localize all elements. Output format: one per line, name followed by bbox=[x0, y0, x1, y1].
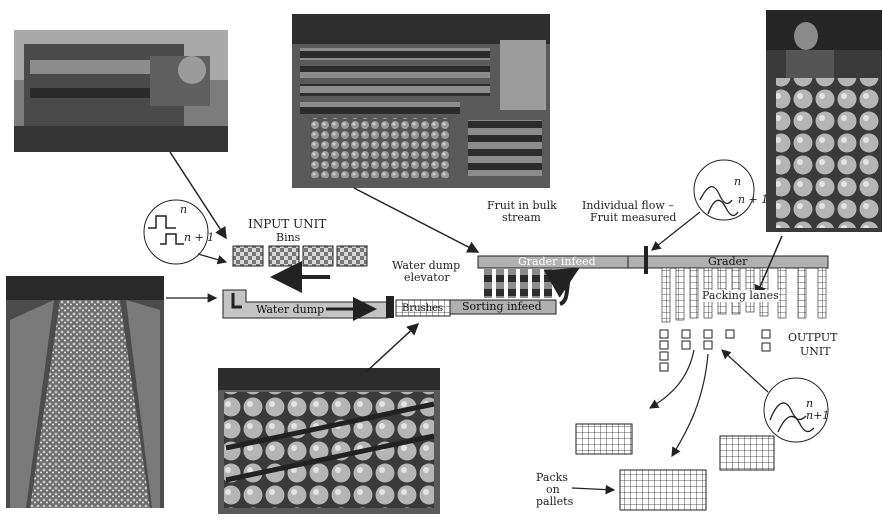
bins-label: Bins bbox=[276, 232, 300, 244]
packing-lanes-label: Packing lanes bbox=[702, 290, 779, 302]
photo-flume-conveyor bbox=[6, 276, 164, 508]
bulk-fruit-stream bbox=[484, 268, 576, 304]
distribution-circle-individual bbox=[694, 160, 754, 220]
photo-bin-dumper bbox=[14, 30, 228, 152]
grader-label: Grader bbox=[708, 255, 747, 269]
sorting-infeed-label: Sorting infeed bbox=[462, 300, 542, 314]
pallet-stacks bbox=[576, 424, 774, 510]
photo-brushes bbox=[218, 368, 440, 514]
output-unit-label-1: OUTPUT bbox=[788, 332, 837, 344]
packs-label-3: pallets bbox=[536, 496, 573, 508]
symbol-n1-individual: n + 1 bbox=[738, 194, 768, 206]
fruit-bulk-label-2: stream bbox=[502, 212, 541, 224]
photo-packing-lane bbox=[766, 10, 882, 232]
symbol-n-individual: n bbox=[734, 176, 741, 188]
input-unit-label: INPUT UNIT bbox=[248, 218, 326, 230]
individual-flow-label-2: Fruit measured bbox=[590, 212, 676, 224]
photo-grader bbox=[292, 14, 550, 188]
grader-infeed-label: Grader infeed bbox=[518, 255, 596, 269]
water-dump-elevator-label-2: elevator bbox=[404, 272, 450, 284]
brushes-label: Brushes bbox=[402, 302, 443, 316]
symbol-n1-output: n+1 bbox=[806, 410, 829, 422]
bins-row bbox=[233, 246, 367, 266]
output-unit-label-2: UNIT bbox=[800, 346, 831, 358]
symbol-n-input: n bbox=[180, 204, 187, 216]
water-dump-label: Water dump bbox=[256, 303, 324, 317]
symbol-n1-input: n + 1 bbox=[184, 232, 214, 244]
